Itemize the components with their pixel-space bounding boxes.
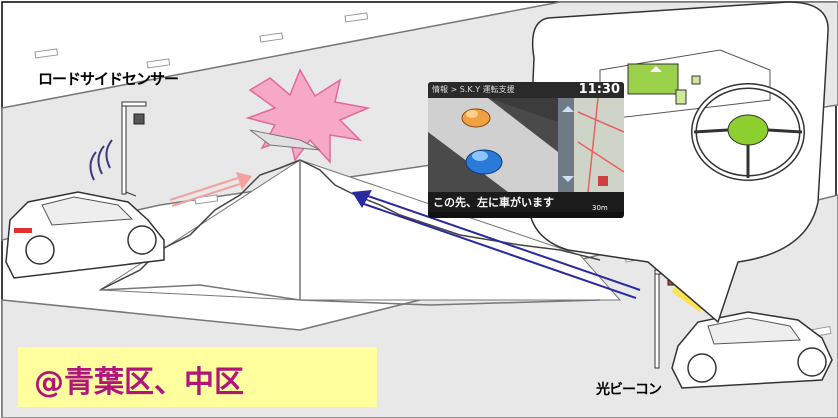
intersection-patch <box>249 129 321 151</box>
nav-topbar <box>428 82 624 98</box>
roadside-sensor-label: ロードサイドセンサー <box>38 70 179 88</box>
sensor-pole-icon <box>121 101 147 197</box>
area-label: @青葉区、中区 <box>34 365 244 400</box>
wall-edge-left <box>99 159 301 291</box>
wall-bottom <box>99 284 601 306</box>
car-left-icon <box>5 191 165 279</box>
nav-display: 情報 > S.K.Y 運転支援 11:30 この先、左に車がいます 30m <box>428 82 624 218</box>
sensor-signal-arrow <box>169 172 252 207</box>
nav-message-bar <box>428 192 624 212</box>
car-right-icon <box>671 311 833 389</box>
sensor-waves-icon <box>89 139 113 181</box>
optical-beacon-label: 光ビーコン <box>596 382 662 398</box>
nav-map-graphic <box>428 97 624 193</box>
wall-edge-right <box>299 159 601 261</box>
nav-scale: 30m <box>592 204 608 212</box>
steering-wheel-icon <box>691 83 805 181</box>
nav-message: この先、左に車がいます <box>433 196 554 209</box>
lane-dashes-upper <box>34 12 369 205</box>
nav-clock: 11:30 <box>578 82 620 97</box>
dashboard-illustration <box>599 49 771 121</box>
nav-header: 情報 > S.K.Y 運転支援 <box>432 85 515 94</box>
area-box <box>18 347 377 407</box>
beacon-signal-arrow <box>352 190 641 299</box>
